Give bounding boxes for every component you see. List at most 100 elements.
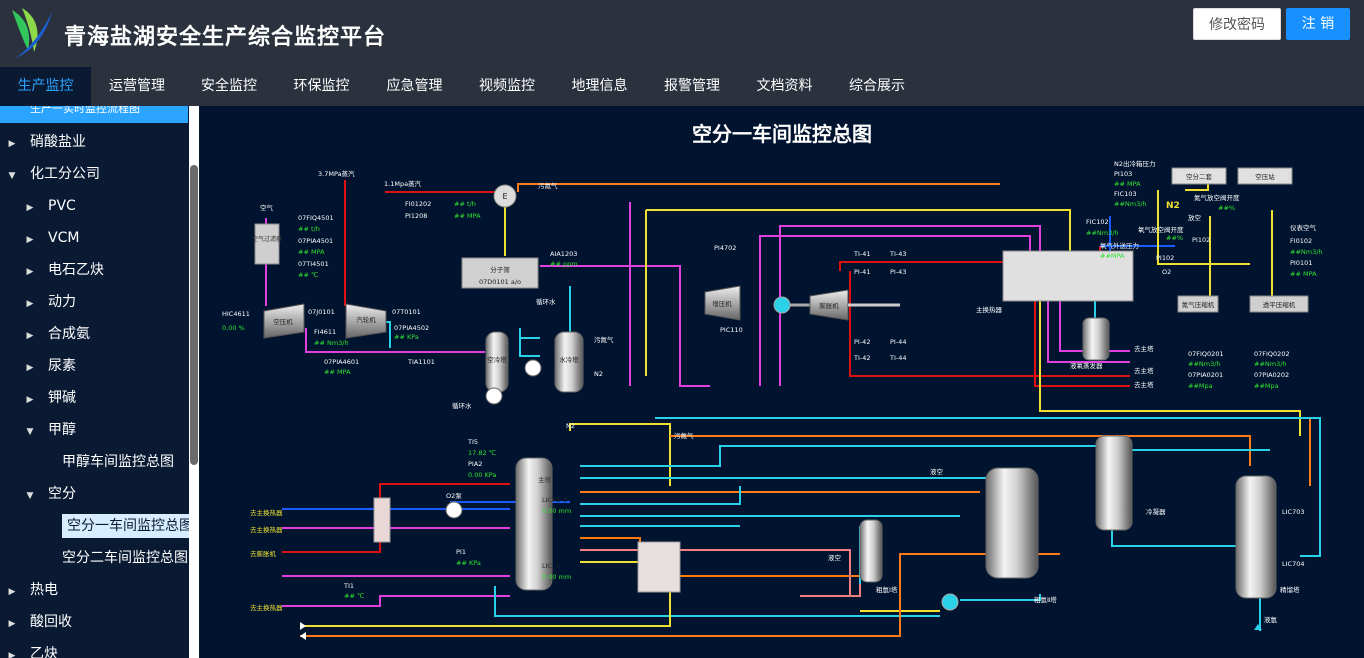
tag-pia2: PIA2 bbox=[468, 460, 482, 468]
water-pump[interactable] bbox=[524, 359, 542, 377]
sidebar-item[interactable]: ▶ 硝酸盐业 bbox=[6, 126, 86, 158]
tab-documents[interactable]: 文档资料 bbox=[756, 78, 813, 94]
tag-fiq4501-value: ## t/h bbox=[298, 225, 320, 233]
caret-right-icon[interactable]: ▶ bbox=[8, 587, 16, 597]
caret-right-icon[interactable]: ▶ bbox=[26, 395, 34, 405]
refine-tower[interactable] bbox=[1235, 475, 1277, 599]
diagram-labels: 空气 3.7MPa蒸汽 1.1Mpa蒸汽 污氮气 循环水 循环水 污氮气 N2 … bbox=[250, 169, 1300, 624]
steam-turbine[interactable] bbox=[345, 303, 387, 339]
tab-production-monitor[interactable]: 生产监控 bbox=[0, 67, 91, 106]
tag-fiq4501: 07FIQ4501 bbox=[298, 214, 334, 222]
caret-right-icon[interactable]: ▶ bbox=[26, 331, 34, 341]
molecular-sieve[interactable] bbox=[461, 257, 539, 289]
sidebar-item[interactable]: ▶ 酸回收 bbox=[6, 606, 72, 638]
water-cool-tower[interactable] bbox=[554, 331, 584, 393]
tag-pia0202: 07PIA0202 bbox=[1254, 371, 1289, 379]
sidebar-item[interactable]: ▶钾碱 bbox=[24, 382, 76, 414]
crude-ar-tower-1[interactable] bbox=[859, 519, 883, 583]
ar-pump[interactable] bbox=[941, 593, 959, 611]
liq-o2-evaporator[interactable] bbox=[1082, 317, 1110, 361]
change-password-button[interactable]: 修改密码 bbox=[1193, 8, 1281, 40]
sidebar-item-label: 空分一车间监控总图 bbox=[62, 514, 198, 538]
tag-licas2: LICAS-2 bbox=[542, 496, 567, 504]
tag-pi103: PI103 bbox=[1114, 170, 1132, 178]
crude-ar2-label: 粗氩Ⅱ塔 bbox=[1034, 595, 1057, 604]
tab-operations[interactable]: 运营管理 bbox=[109, 78, 165, 94]
tag-fi0102-value: ##Nm3/h bbox=[1290, 248, 1323, 256]
sidebar-item[interactable]: ▼甲醇 bbox=[24, 414, 76, 446]
caret-right-icon[interactable]: ▶ bbox=[26, 363, 34, 373]
air-compressor[interactable] bbox=[263, 303, 305, 339]
caret-right-icon[interactable]: ▶ bbox=[26, 299, 34, 309]
air-station-button[interactable] bbox=[1237, 167, 1293, 185]
air-filter[interactable] bbox=[254, 223, 280, 265]
caret-right-icon[interactable]: ▶ bbox=[8, 619, 16, 629]
tag-pi103-value: ## MPA bbox=[1114, 180, 1141, 188]
water-cool-tower-label: 水冷塔 bbox=[559, 355, 579, 364]
turbo-compressor[interactable] bbox=[1249, 295, 1309, 313]
circ-pump[interactable] bbox=[485, 387, 503, 405]
caret-right-icon[interactable]: ▶ bbox=[8, 139, 16, 149]
sidebar-item[interactable]: ▶乙炔 bbox=[6, 638, 58, 658]
sidebar-item-label: 热电 bbox=[30, 582, 58, 598]
caret-down-icon[interactable]: ▼ bbox=[26, 427, 34, 437]
tag-pi102b: PI102 bbox=[1156, 254, 1174, 262]
diagram-svg: 空分一车间监控总图 bbox=[222, 122, 1323, 640]
air-sep-2-button[interactable] bbox=[1171, 167, 1227, 185]
caret-right-icon[interactable]: ▶ bbox=[26, 235, 34, 245]
o2-pump-label: O2泵 bbox=[446, 492, 462, 500]
caret-right-icon[interactable]: ▶ bbox=[26, 267, 34, 277]
sidebar-item[interactable]: ▼空分 bbox=[24, 478, 76, 510]
caret-right-icon[interactable]: ▶ bbox=[8, 651, 16, 658]
sidebar-scroll-thumb[interactable] bbox=[190, 165, 198, 465]
sidebar-item[interactable]: ▶PVC bbox=[24, 190, 76, 222]
condenser[interactable] bbox=[1095, 435, 1133, 531]
sidebar-item-partial[interactable]: 生产一实时监控流程图 bbox=[0, 106, 188, 123]
sidebar-item[interactable]: ▶ 热电 bbox=[6, 574, 58, 606]
booster-pump[interactable] bbox=[773, 296, 791, 314]
sidebar-item[interactable]: ▶合成氨 bbox=[24, 318, 90, 350]
tab-video[interactable]: 视频监控 bbox=[479, 78, 535, 94]
sidebar-item[interactable]: ▶动力 bbox=[24, 286, 76, 318]
dirty-n2-c-label: 污氮气 bbox=[674, 431, 694, 440]
crude-ar-tower-2[interactable] bbox=[985, 467, 1039, 579]
sidebar-item-label: 硝酸盐业 bbox=[30, 134, 86, 150]
from-main-hx2-label: 去主换热器 bbox=[250, 525, 283, 534]
tag-pi4702: PI4702 bbox=[714, 244, 736, 252]
logout-button[interactable]: 注 销 bbox=[1286, 8, 1350, 40]
booster-compressor[interactable] bbox=[704, 285, 741, 321]
tab-alarm[interactable]: 报警管理 bbox=[664, 78, 720, 94]
mol-sieve-label: 分子筛 bbox=[490, 265, 510, 274]
sidebar-item[interactable]: ▶电石乙炔 bbox=[24, 254, 104, 286]
heat-exchanger-small[interactable] bbox=[373, 497, 391, 543]
sidebar-item-label: 酸回收 bbox=[30, 614, 72, 630]
tab-safety[interactable]: 安全监控 bbox=[201, 78, 257, 94]
tab-environment[interactable]: 环保监控 bbox=[293, 78, 350, 94]
sidebar-item[interactable]: ▶尿素 bbox=[24, 350, 76, 382]
caret-down-icon[interactable]: ▼ bbox=[26, 491, 34, 501]
tag-pia0201-value: ##Mpa bbox=[1188, 382, 1213, 390]
expander[interactable] bbox=[809, 289, 849, 321]
from-main-hx1-label: 去主换热器 bbox=[250, 508, 283, 517]
tab-dashboard[interactable]: 综合展示 bbox=[849, 78, 905, 94]
sidebar-item[interactable]: 空分二车间监控总图 bbox=[62, 542, 188, 574]
tag-ti4501-value: ## ℃ bbox=[298, 271, 318, 279]
tab-emergency[interactable]: 应急管理 bbox=[386, 78, 443, 94]
subcooler[interactable] bbox=[637, 541, 681, 593]
sidebar-item[interactable]: ▶VCM bbox=[24, 222, 80, 254]
caret-right-icon[interactable]: ▶ bbox=[26, 203, 34, 213]
n2-compressor[interactable] bbox=[1177, 295, 1219, 313]
to-main3-label: 去主塔 bbox=[1134, 380, 1154, 389]
tab-geo[interactable]: 地理信息 bbox=[571, 78, 628, 94]
tag-o2-out-press: 氧气外送压力 bbox=[1100, 241, 1139, 250]
steam11-label: 1.1Mpa蒸汽 bbox=[384, 179, 422, 188]
e-valve[interactable] bbox=[493, 184, 517, 208]
caret-down-icon[interactable]: ▼ bbox=[8, 171, 16, 181]
sidebar-item[interactable]: 甲醇车间监控总图 bbox=[62, 446, 174, 478]
n2-compressor-label: 氮气压缩机 bbox=[1182, 300, 1215, 309]
o2-pump[interactable] bbox=[445, 501, 463, 519]
sidebar-item[interactable]: 空分一车间监控总图 bbox=[62, 510, 198, 542]
main-heat-exchanger[interactable] bbox=[1002, 250, 1134, 302]
sidebar-item[interactable]: ▼化工分公司 bbox=[6, 158, 100, 190]
main-tower[interactable] bbox=[515, 457, 553, 591]
